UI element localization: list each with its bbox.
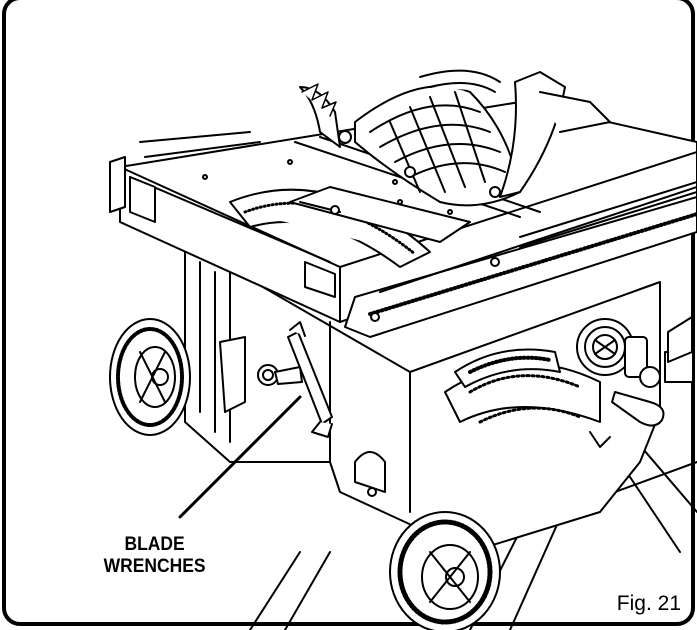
blade-wrenches-callout: BLADE WRENCHES: [81, 534, 228, 578]
table-top: [109, 101, 697, 338]
figure-label: Fig. 21: [616, 592, 681, 615]
saw-base: [184, 241, 661, 553]
left-wheel: [109, 318, 191, 436]
callout-leader-line: [178, 395, 302, 519]
blade-wrenches: [257, 321, 333, 438]
callout-line-1: BLADE: [124, 534, 185, 555]
height-handwheel: [576, 318, 665, 427]
blade-guard: [299, 69, 611, 207]
bevel-gear: [444, 348, 601, 424]
callout-line-2: WRENCHES: [103, 556, 206, 577]
bottom-wheel: [389, 511, 501, 630]
right-controls: [624, 316, 694, 388]
